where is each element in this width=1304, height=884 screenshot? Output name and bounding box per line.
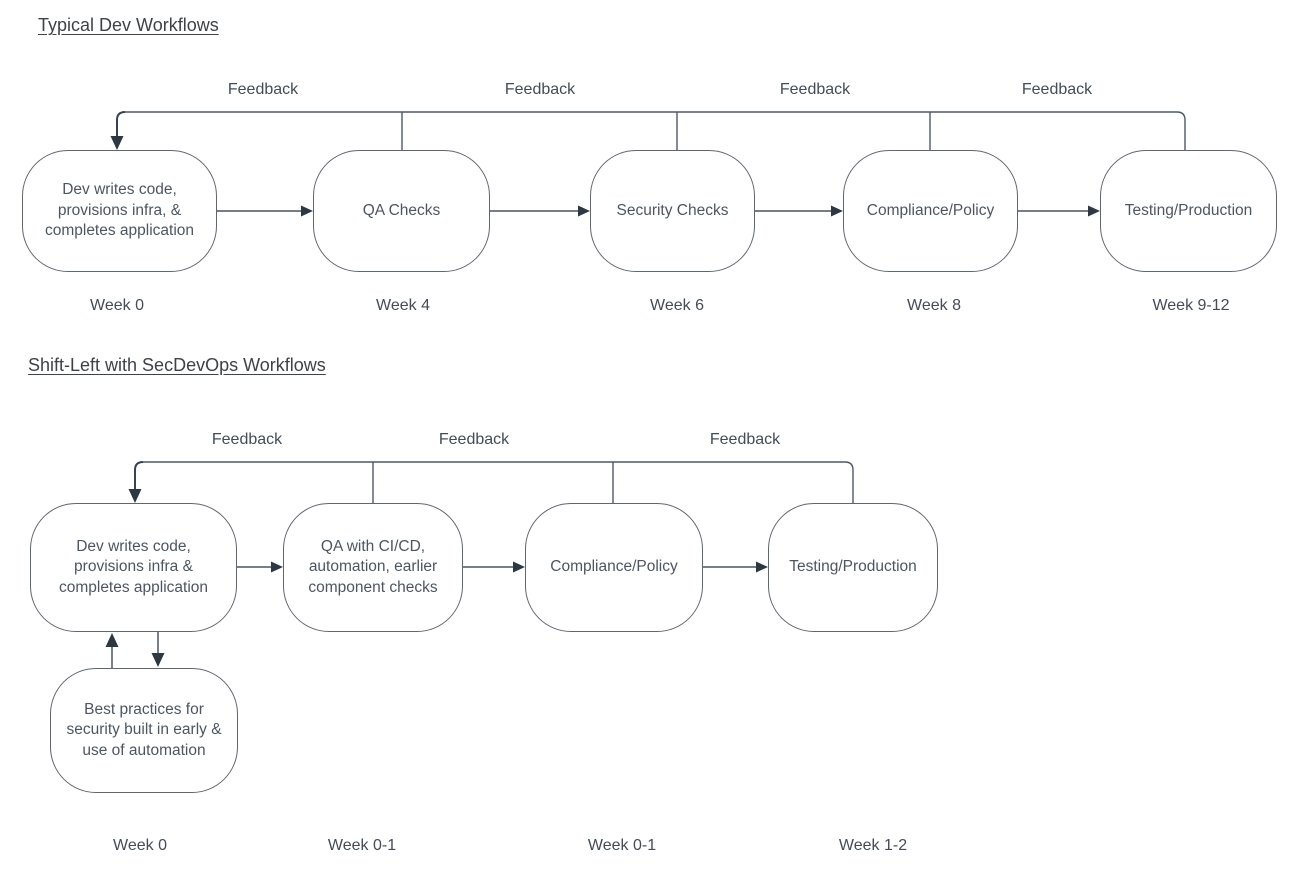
week-label: Week 8: [907, 297, 961, 314]
node-testing-production-shiftleft: Testing/Production: [768, 503, 938, 632]
week-label: Week 6: [650, 297, 704, 314]
feedback-label: Feedback: [438, 431, 510, 448]
node-testing-production: Testing/Production: [1100, 150, 1277, 272]
best-practices-arrows: [105, 632, 165, 668]
week-label: Week 4: [376, 297, 430, 314]
feedback-connectors-shiftleft: [128, 461, 854, 503]
node-security-checks: Security Checks: [590, 150, 755, 272]
node-best-practices: Best practices for security built in ear…: [50, 668, 238, 793]
feedback-label: Feedback: [779, 81, 851, 98]
week-label: Week 9-12: [1152, 297, 1230, 314]
feedback-arrowhead: [110, 136, 124, 150]
week-label: Week 1-2: [838, 837, 908, 854]
feedback-label: Feedback: [709, 431, 781, 448]
feedback-arrowhead: [128, 489, 142, 503]
node-qa-cicd: QA with CI/CD, automation, earlier compo…: [283, 503, 463, 632]
feedback-label: Feedback: [504, 81, 576, 98]
node-qa-checks: QA Checks: [313, 150, 490, 272]
node-dev-writes-code-shiftleft: Dev writes code, provisions infra & comp…: [30, 503, 237, 632]
node-compliance-policy: Compliance/Policy: [843, 150, 1018, 272]
feedback-label: Feedback: [227, 81, 299, 98]
week-label: Week 0-1: [587, 837, 657, 854]
week-label: Week 0: [90, 297, 144, 314]
up-arrowhead: [105, 633, 119, 647]
week-label: Week 0: [113, 837, 167, 854]
section-title-typical: Typical Dev Workflows: [38, 15, 219, 35]
section-title-shiftleft: Shift-Left with SecDevOps Workflows: [28, 355, 326, 375]
feedback-label: Feedback: [1021, 81, 1093, 98]
feedback-label: Feedback: [211, 431, 283, 448]
node-compliance-policy-shiftleft: Compliance/Policy: [525, 503, 703, 632]
week-label: Week 0-1: [327, 837, 397, 854]
feedback-connectors-typical: [110, 111, 1186, 150]
node-dev-writes-code: Dev writes code, provisions infra, & com…: [22, 150, 217, 272]
down-arrowhead: [151, 653, 165, 667]
